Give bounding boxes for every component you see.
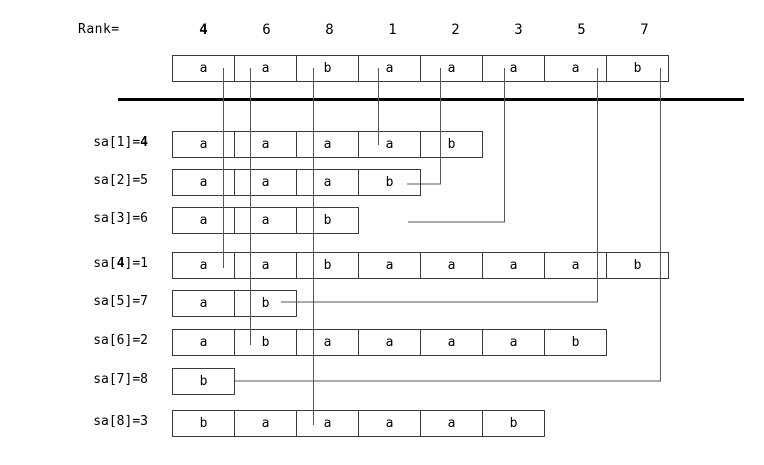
suffix-cell-1-3: a <box>296 131 359 158</box>
suffix-cell-2-1: a <box>172 169 235 196</box>
sa-label-8: sa[8]=3 <box>93 414 148 429</box>
suffix-cell-4-7: a <box>544 252 607 279</box>
suffix-cell-1-4: a <box>358 131 421 158</box>
text-cell-4: a <box>358 55 421 82</box>
suffix-cell-6-6: a <box>482 329 545 356</box>
suffix-cell-8-1: b <box>172 410 235 437</box>
text-cell-8: b <box>606 55 669 82</box>
suffix-cell-4-3: b <box>296 252 359 279</box>
rank-value-4: 1 <box>388 22 397 38</box>
text-cell-2: a <box>234 55 297 82</box>
suffix-cell-1-5: b <box>420 131 483 158</box>
suffix-cell-4-4: a <box>358 252 421 279</box>
suffix-cell-6-3: a <box>296 329 359 356</box>
suffix-cell-8-5: a <box>420 410 483 437</box>
suffix-cell-5-1: a <box>172 290 235 317</box>
rank-value-3: 8 <box>325 22 334 38</box>
suffix-cell-1-2: a <box>234 131 297 158</box>
rank-label: Rank= <box>78 22 120 37</box>
suffix-cell-8-4: a <box>358 410 421 437</box>
suffix-cell-8-2: a <box>234 410 297 437</box>
text-cell-6: a <box>482 55 545 82</box>
suffix-cell-3-1: a <box>172 207 235 234</box>
suffix-cell-4-1: a <box>172 252 235 279</box>
text-cell-5: a <box>420 55 483 82</box>
text-cell-1: a <box>172 55 235 82</box>
suffix-cell-8-3: a <box>296 410 359 437</box>
suffix-cell-4-5: a <box>420 252 483 279</box>
suffix-cell-3-2: a <box>234 207 297 234</box>
suffix-cell-2-3: a <box>296 169 359 196</box>
rank-value-2: 6 <box>262 22 271 38</box>
suffix-cell-6-1: a <box>172 329 235 356</box>
rank-value-7: 5 <box>577 22 586 38</box>
rank-value-8: 7 <box>640 22 649 38</box>
rank-value-1: 4 <box>199 22 208 38</box>
suffix-cell-6-5: a <box>420 329 483 356</box>
suffix-cell-2-4: b <box>358 169 421 196</box>
sa-label-3: sa[3]=6 <box>93 211 148 226</box>
sa-label-1: sa[1]=4 <box>93 135 148 150</box>
connector-rank-2 <box>407 68 441 185</box>
suffix-cell-3-3: b <box>296 207 359 234</box>
suffix-cell-4-6: a <box>482 252 545 279</box>
suffix-cell-7-1: b <box>172 368 235 395</box>
sa-label-4: sa[4]=1 <box>93 256 148 271</box>
sa-label-5: sa[5]=7 <box>93 294 148 309</box>
sa-label-2: sa[2]=5 <box>93 173 148 188</box>
suffix-cell-6-7: b <box>544 329 607 356</box>
suffix-cell-1-1: a <box>172 131 235 158</box>
suffix-cell-4-2: a <box>234 252 297 279</box>
rank-value-5: 2 <box>451 22 460 38</box>
text-cell-3: b <box>296 55 359 82</box>
suffix-cell-5-2: b <box>234 290 297 317</box>
suffix-cell-8-6: b <box>482 410 545 437</box>
suffix-row-7: b <box>172 368 235 395</box>
text-cell-7: a <box>544 55 607 82</box>
sa-label-7: sa[7]=8 <box>93 372 148 387</box>
sa-label-6: sa[6]=2 <box>93 333 148 348</box>
suffix-cell-2-2: a <box>234 169 297 196</box>
suffix-cell-4-8: b <box>606 252 669 279</box>
horizontal-divider <box>118 98 744 101</box>
suffix-cell-6-4: a <box>358 329 421 356</box>
rank-value-6: 3 <box>514 22 523 38</box>
suffix-cell-6-2: b <box>234 329 297 356</box>
